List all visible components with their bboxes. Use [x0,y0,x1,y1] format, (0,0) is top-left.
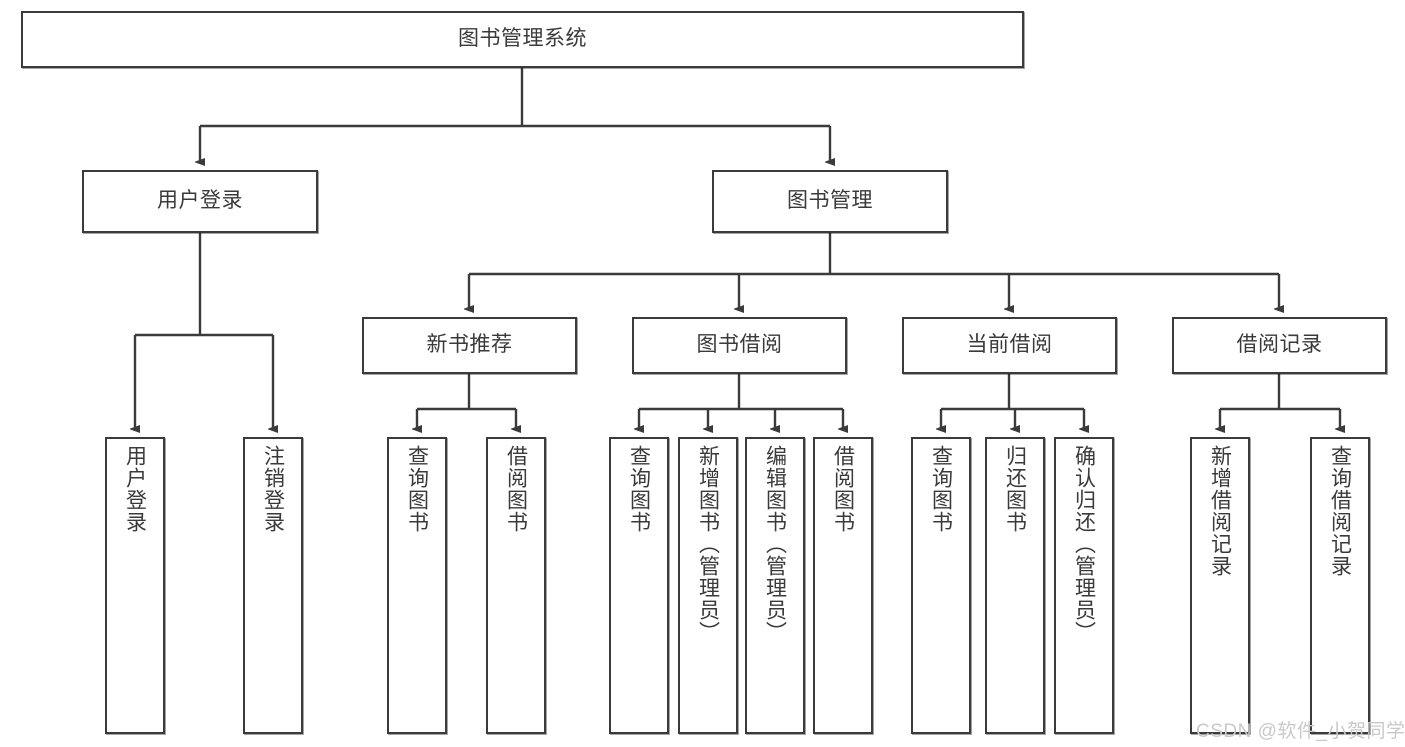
node-leaf-confirm-return-label: 确认归还（管理员） [1072,445,1096,643]
node-leaf-query-record-label: 查询借阅记录 [1328,445,1352,577]
node-leaf-logout-label: 注销登录 [261,445,285,533]
node-book-manage[interactable]: 图书管理 [712,170,948,233]
node-borrow-record-label: 借阅记录 [1236,333,1323,357]
node-leaf-user-login-label: 用户登录 [123,445,147,533]
node-new-book-recommend[interactable]: 新书推荐 [362,317,577,374]
node-leaf-logout[interactable]: 注销登录 [243,437,303,734]
node-leaf-borrow-book-1[interactable]: 借阅图书 [486,437,546,734]
node-borrow-record[interactable]: 借阅记录 [1172,317,1387,374]
node-leaf-query-book-3-label: 查询图书 [929,445,953,533]
node-new-book-recommend-label: 新书推荐 [426,333,513,357]
node-current-borrow[interactable]: 当前借阅 [902,317,1117,374]
node-leaf-return-book-label: 归还图书 [1003,445,1027,533]
node-book-manage-label: 图书管理 [787,189,873,213]
node-user-login-label: 用户登录 [157,189,243,213]
node-leaf-edit-book[interactable]: 编辑图书（管理员） [745,437,805,734]
node-user-login[interactable]: 用户登录 [82,170,318,233]
node-leaf-confirm-return[interactable]: 确认归还（管理员） [1054,437,1114,734]
node-leaf-query-book-1[interactable]: 查询图书 [387,437,447,734]
node-leaf-add-record[interactable]: 新增借阅记录 [1190,437,1250,734]
node-leaf-add-book-label: 新增图书（管理员） [696,445,720,643]
node-leaf-edit-book-label: 编辑图书（管理员） [763,445,787,643]
node-leaf-query-book-3[interactable]: 查询图书 [911,437,971,734]
node-leaf-query-record[interactable]: 查询借阅记录 [1310,437,1370,734]
node-book-borrow-label: 图书借阅 [696,333,783,357]
node-leaf-user-login[interactable]: 用户登录 [105,437,165,734]
node-leaf-borrow-book-2-label: 借阅图书 [831,445,855,533]
node-leaf-add-book[interactable]: 新增图书（管理员） [678,437,738,734]
node-root[interactable]: 图书管理系统 [21,11,1024,68]
node-leaf-return-book[interactable]: 归还图书 [985,437,1045,734]
node-root-label: 图书管理系统 [458,27,587,51]
node-book-borrow[interactable]: 图书借阅 [632,317,847,374]
watermark: CSDN @软件_小贺同学 [1196,721,1405,742]
node-leaf-query-book-1-label: 查询图书 [405,445,429,533]
node-leaf-query-book-2[interactable]: 查询图书 [609,437,669,734]
node-leaf-borrow-book-1-label: 借阅图书 [504,445,528,533]
node-leaf-add-record-label: 新增借阅记录 [1208,445,1232,577]
node-leaf-borrow-book-2[interactable]: 借阅图书 [813,437,873,734]
node-leaf-query-book-2-label: 查询图书 [627,445,651,533]
node-current-borrow-label: 当前借阅 [966,333,1053,357]
